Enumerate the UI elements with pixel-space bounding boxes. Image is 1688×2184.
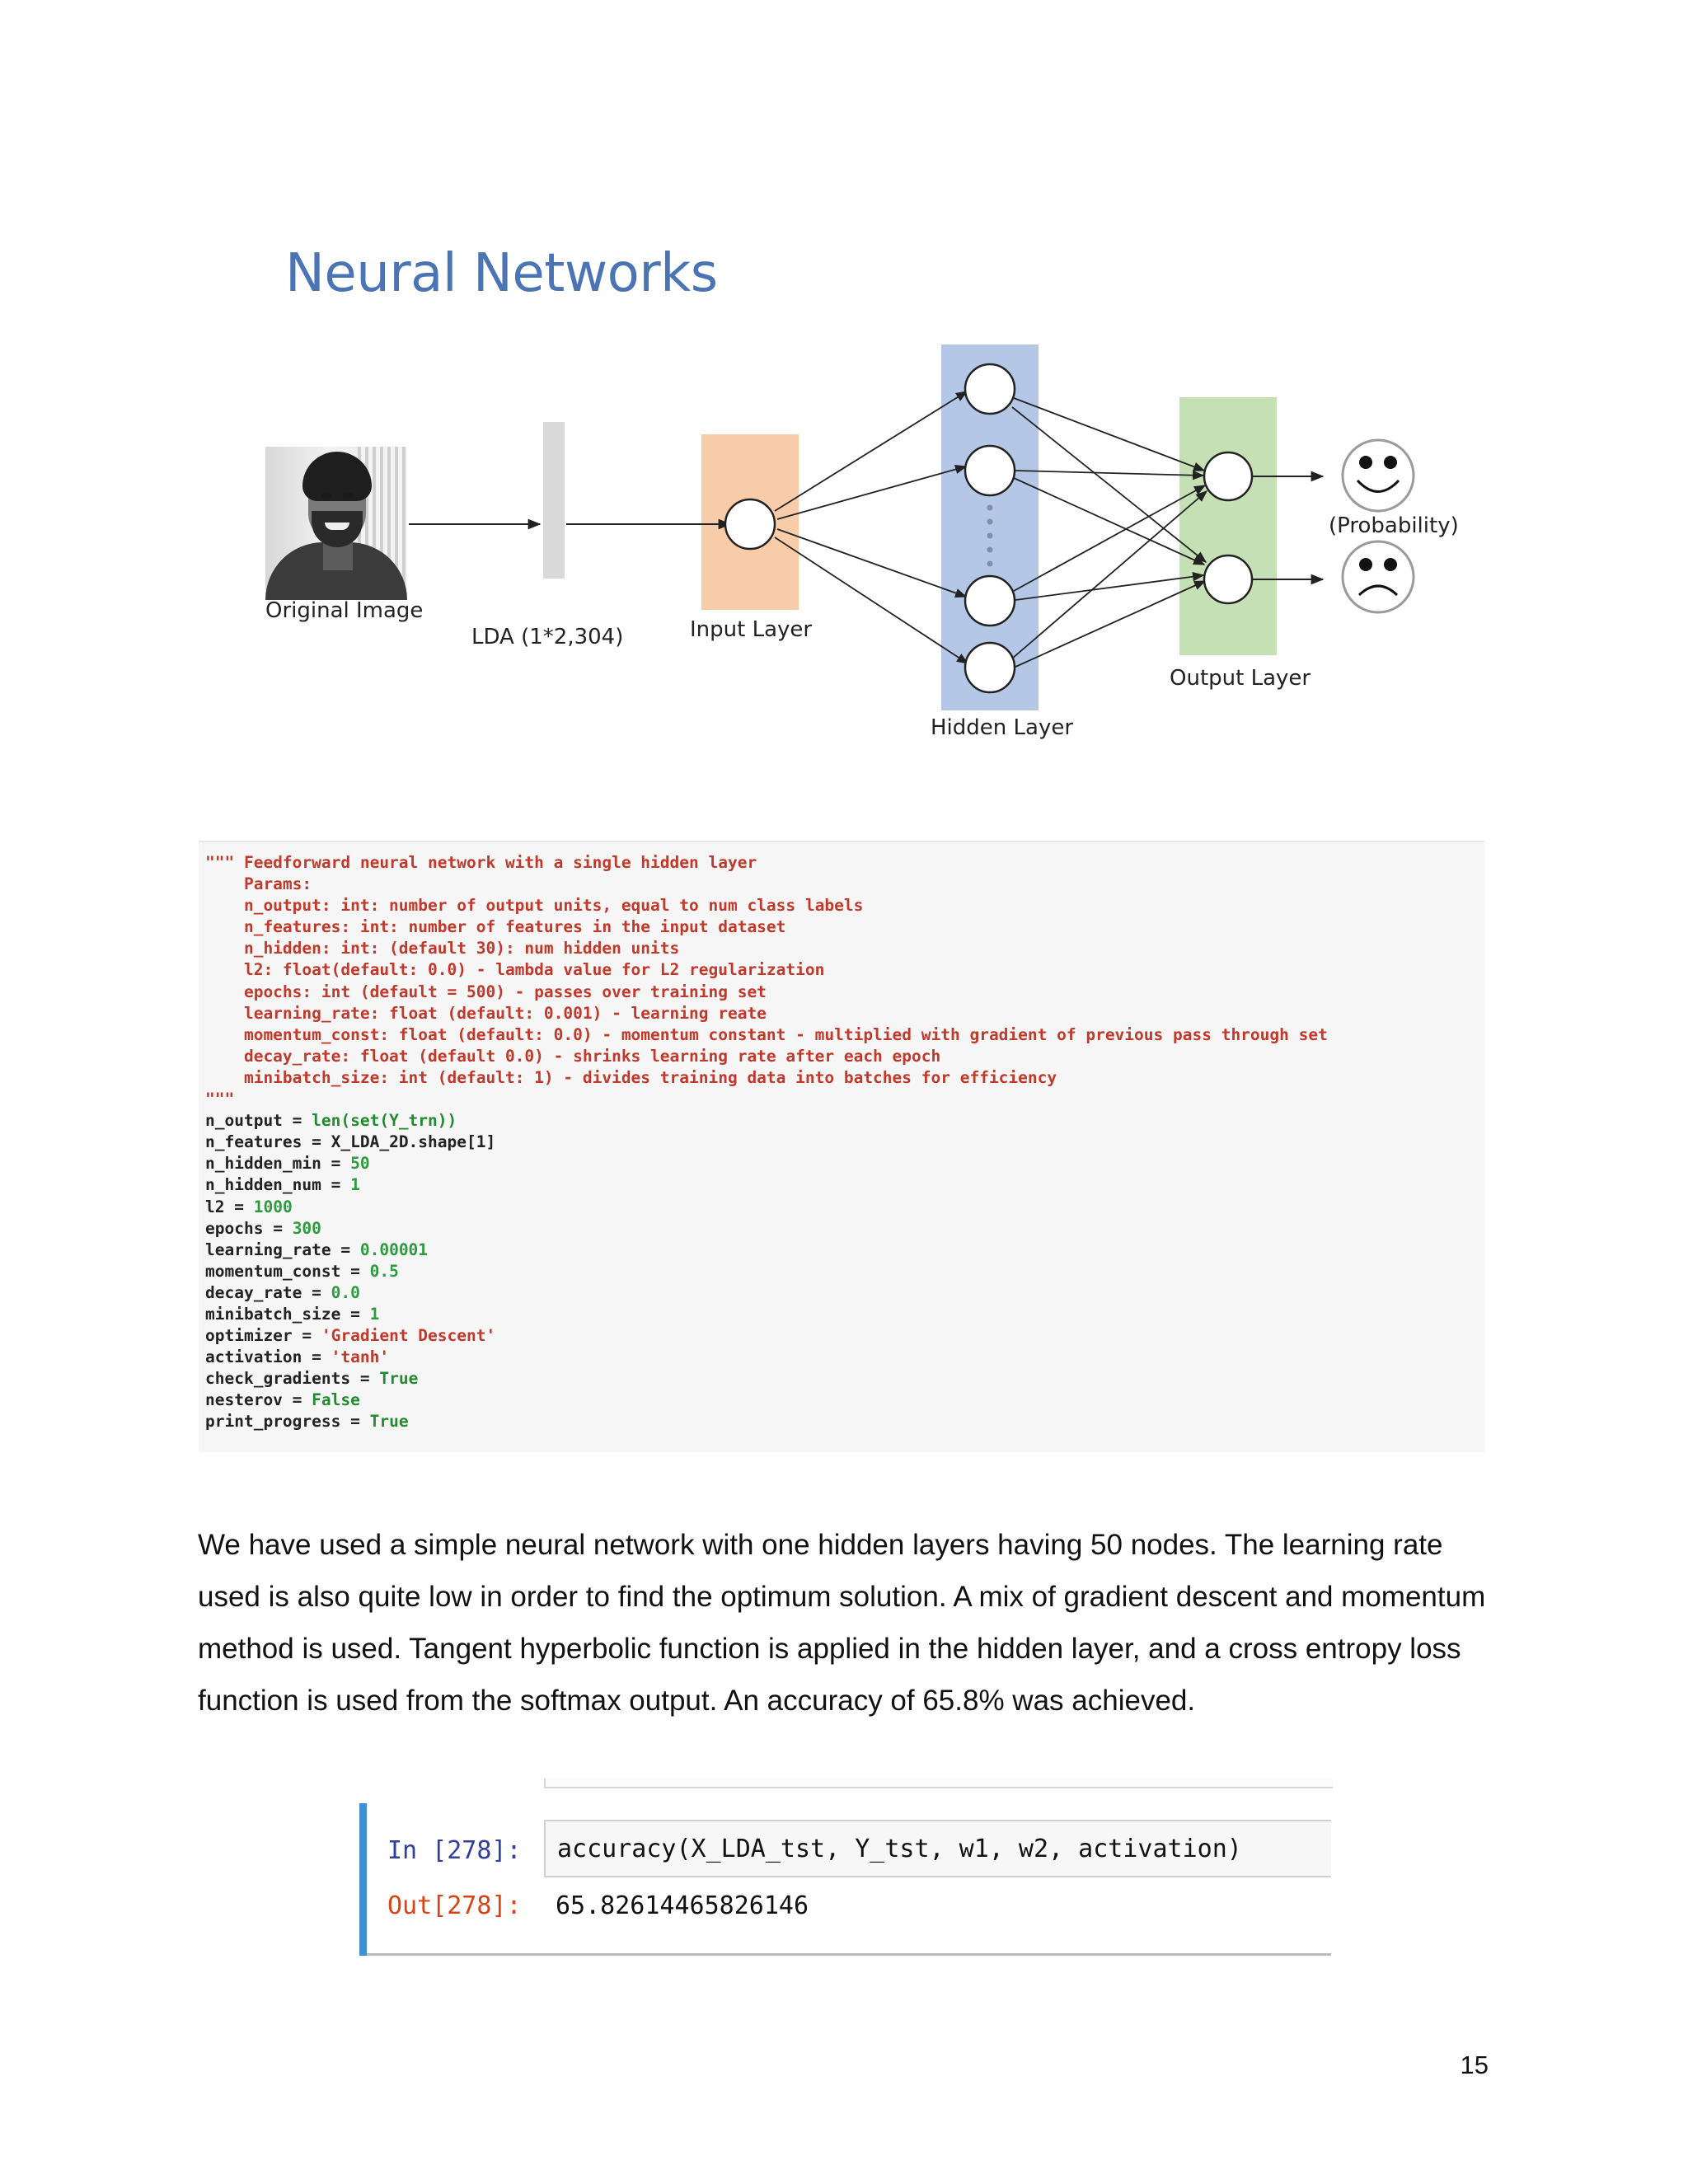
docstring-line: Params: [205, 874, 312, 894]
var-value: 1 [350, 1175, 360, 1195]
output-layer-box [1179, 397, 1277, 655]
hidden-node [964, 444, 1016, 497]
docstring-line: epochs: int (default = 500) - passes ove… [205, 982, 767, 1001]
var-value: len(set(Y_trn)) [312, 1111, 457, 1131]
docstring-line: n_hidden: int: (default 30): num hidden … [205, 939, 680, 958]
hidden-node [964, 363, 1016, 415]
assignment-line: minibatch_size = 1 [205, 1304, 380, 1324]
cell-input-code: accuracy(X_LDA_tst, Y_tst, w1, w2, activ… [557, 1835, 1242, 1863]
output-node [1203, 451, 1254, 502]
assignment-line: momentum_const = 0.5 [205, 1261, 399, 1281]
assignment-line: n_hidden_min = 50 [205, 1154, 370, 1174]
assignment-line: epochs = 300 [205, 1218, 321, 1238]
var-name: optimizer [205, 1326, 293, 1346]
hidden-ellipsis-dots [987, 504, 993, 567]
var-value: 50 [350, 1154, 370, 1174]
docstring-line: l2: float(default: 0.0) - lambda value f… [205, 960, 825, 980]
assignment-line: activation = 'tanh' [205, 1347, 390, 1367]
var-name: nesterov [205, 1390, 283, 1410]
docstring-line: decay_rate: float (default 0.0) - shrink… [205, 1046, 941, 1066]
var-value: 1 [369, 1304, 380, 1324]
label-output-layer: Output Layer [1170, 666, 1311, 691]
output-node [1203, 554, 1254, 605]
var-name: n_features [205, 1132, 302, 1152]
input-hidden-edges [774, 391, 969, 664]
network-nodes [724, 363, 1254, 694]
page-number: 15 [1460, 2050, 1489, 2079]
var-name: epochs [205, 1218, 264, 1238]
var-value: X_LDA_2D.shape[1] [331, 1132, 496, 1152]
assignment-line: check_gradients = True [205, 1369, 419, 1389]
assignment-line: decay_rate = 0.0 [205, 1282, 360, 1302]
var-name: decay_rate [205, 1282, 302, 1302]
cell-input-area[interactable]: accuracy(X_LDA_tst, Y_tst, w1, w2, activ… [544, 1820, 1331, 1877]
body-paragraph: We have used a simple neural network wit… [198, 1529, 1486, 1717]
previous-cell-edge [544, 1779, 1333, 1788]
original-image-photo [265, 447, 407, 600]
assignment-line: print_progress = True [205, 1412, 409, 1432]
var-value: False [312, 1390, 360, 1410]
cell-bottom-border [367, 1953, 1331, 1956]
assignment-line: optimizer = 'Gradient Descent' [205, 1326, 496, 1346]
network-diagram [409, 344, 1415, 710]
lda-bar [543, 422, 565, 579]
var-name: momentum_const [205, 1261, 341, 1281]
var-name: n_output [205, 1111, 283, 1131]
var-value: True [379, 1369, 419, 1389]
var-name: print_progress [205, 1412, 341, 1432]
var-value: 0.5 [369, 1261, 399, 1281]
var-name: check_gradients [205, 1369, 351, 1389]
var-value: 1000 [253, 1197, 293, 1216]
var-value: 300 [292, 1218, 321, 1238]
docstring-line: minibatch_size: int (default: 1) - divid… [205, 1067, 1057, 1087]
hidden-node [964, 641, 1016, 694]
var-name: minibatch_size [205, 1304, 341, 1324]
in-prompt: In [278]: [387, 1836, 522, 1865]
docstring-line: """ Feedforward neural network with a si… [205, 853, 757, 872]
var-value: True [369, 1412, 409, 1432]
label-probability: (Probability) [1329, 513, 1459, 538]
neural-network-figure: Neural Networks [247, 231, 1484, 758]
var-value: 0.0 [331, 1282, 360, 1302]
var-value: 'Gradient Descent' [321, 1326, 496, 1346]
var-name: n_hidden_min [205, 1154, 321, 1174]
input-node [724, 498, 776, 551]
code-block: """ Feedforward neural network with a si… [199, 841, 1484, 1452]
label-original-image: Original Image [265, 598, 424, 623]
var-value: 'tanh' [331, 1347, 390, 1367]
cell-output-value: 65.82614465826146 [556, 1891, 809, 1920]
notebook-cell: In [278]: accuracy(X_LDA_tst, Y_tst, w1,… [359, 1779, 1333, 1956]
assignment-line: n_features = X_LDA_2D.shape[1] [205, 1132, 496, 1152]
assignment-line: nesterov = False [205, 1390, 360, 1410]
docstring-line: n_features: int: number of features in t… [205, 917, 786, 937]
assignment-line: learning_rate = 0.00001 [205, 1240, 429, 1259]
assignment-line: n_hidden_num = 1 [205, 1175, 360, 1195]
figure-title: Neural Networks [285, 243, 718, 304]
docstring-line: """ [205, 1090, 235, 1109]
docstring-line: learning_rate: float (default: 0.001) - … [205, 1003, 767, 1023]
happy-face-icon [1341, 438, 1415, 513]
assignment-line: n_output = len(set(Y_trn)) [205, 1111, 457, 1131]
var-name: l2 [205, 1197, 225, 1216]
hidden-output-edges [1011, 397, 1208, 668]
label-hidden-layer: Hidden Layer [931, 715, 1074, 740]
docstring-line: momentum_const: float (default: 0.0) - m… [205, 1024, 1328, 1044]
label-input-layer: Input Layer [690, 617, 813, 642]
hidden-node [964, 574, 1016, 627]
var-name: learning_rate [205, 1240, 331, 1259]
sad-face-icon [1341, 540, 1415, 614]
cell-selection-bar [359, 1803, 367, 1956]
docstring-line: n_output: int: number of output units, e… [205, 896, 864, 916]
out-prompt: Out[278]: [387, 1891, 522, 1920]
assignment-line: l2 = 1000 [205, 1197, 293, 1216]
var-name: n_hidden_num [205, 1175, 321, 1195]
var-value: 0.00001 [359, 1240, 429, 1259]
label-lda: LDA (1*2,304) [471, 625, 624, 649]
var-name: activation [205, 1347, 302, 1367]
